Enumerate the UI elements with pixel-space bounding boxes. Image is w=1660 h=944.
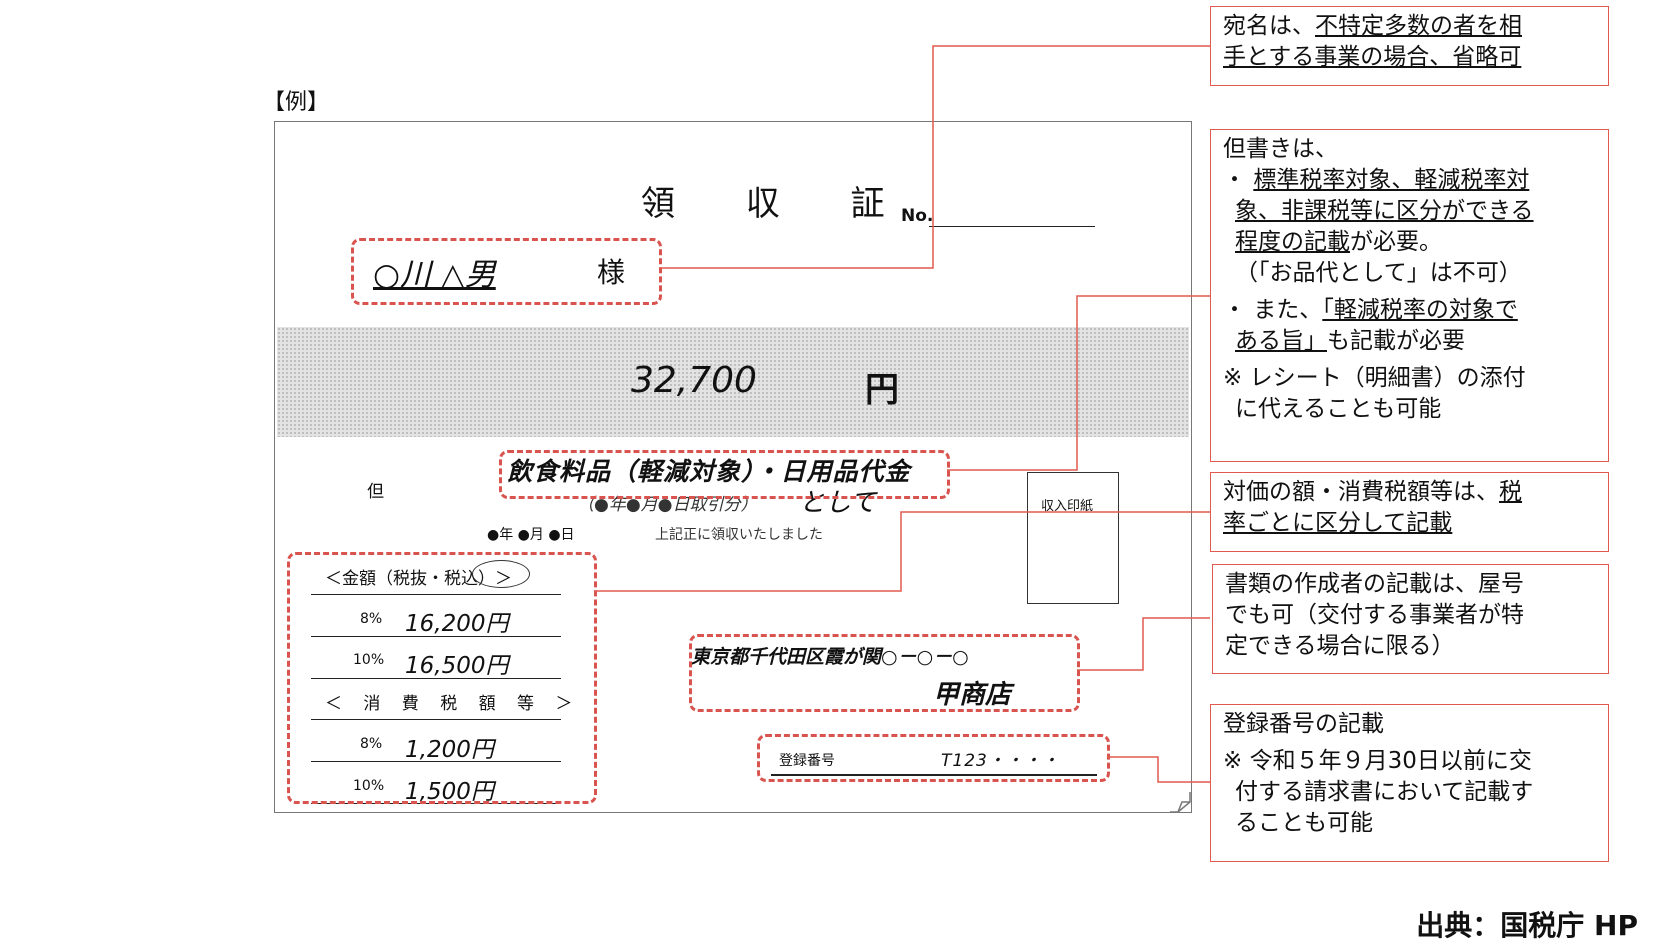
receipt-purpose: 飲食料品（軽減対象）・日用品代金 — [507, 457, 911, 486]
note-amounts: 対価の額・消費税額等は、税 率ごとに区分して記載 — [1210, 472, 1609, 552]
page-fold-icon — [1170, 792, 1191, 812]
issuer-name: 甲商店 — [933, 680, 1012, 710]
highlight-issuer — [689, 634, 1080, 712]
receipt-sample: 領 収 証 No. ○川 △男 様 32,700 円 但 飲食料品（軽減対象）・… — [274, 121, 1192, 813]
revenue-stamp-label: 収入印紙 — [1041, 499, 1094, 514]
highlight-registration — [757, 734, 1110, 782]
note-addressee: 宛名は、不特定多数の者を相 手とする事業の場合、省略可 — [1210, 6, 1609, 86]
amount-row-value: 16,200円 — [405, 611, 509, 637]
receipt-title: 領 収 証 — [641, 184, 915, 224]
note-purpose: 但書きは、 ・ 標準税率対象、軽減税率対 象、非課税等に区分ができる 程度の記載… — [1210, 129, 1609, 462]
example-label: 【例】 — [263, 90, 330, 115]
highlight-purpose — [499, 450, 950, 499]
registration-underline — [771, 774, 1097, 776]
source-credit: 出典：国税庁 HP — [1416, 909, 1638, 942]
tax-row-rate: 8% — [360, 736, 383, 752]
registration-number-label: 登録番号 — [779, 753, 835, 769]
table-divider — [311, 594, 561, 595]
receipt-received-text: 上記正に領収いたしました — [655, 527, 823, 543]
tax-row-value: 1,200円 — [405, 737, 494, 763]
receipt-tadashi-label: 但 — [367, 482, 384, 502]
receipt-purpose-period: （●年●月●日取引分） — [577, 495, 758, 515]
tax-section-header: ＜ 消 費 税 額 等 ＞ — [325, 694, 581, 714]
amount-row-rate: 10% — [353, 652, 385, 668]
tax-row-rate: 10% — [353, 778, 385, 794]
receipt-date: ●年 ●月 ●日 — [487, 527, 575, 543]
note-registration: 登録番号の記載 ※ 令和５年９月30日以前に交 付する請求書において記載す るこ… — [1210, 704, 1609, 862]
issuer-address: 東京都千代田区霞が関○－○－○ — [691, 646, 969, 668]
receipt-addressee: ○川 △男 — [373, 257, 496, 293]
revenue-stamp-box — [1027, 472, 1119, 604]
receipt-honorific: 様 — [597, 256, 626, 289]
note-issuer: 書類の作成者の記載は、屋号 でも可（交付する事業者が特 定できる場合に限る） — [1212, 564, 1609, 674]
table-divider — [311, 761, 561, 762]
amount-section-header: ＜金額（税抜・税込）＞ — [325, 569, 512, 589]
amount-band — [277, 327, 1189, 437]
receipt-number-label: No. — [901, 206, 934, 226]
tax-row-value: 1,500円 — [405, 779, 494, 805]
table-divider — [311, 678, 561, 679]
table-divider — [311, 719, 561, 720]
receipt-number-line — [929, 226, 1095, 227]
highlight-amounts — [287, 552, 597, 804]
amount-row-rate: 8% — [360, 611, 383, 627]
receipt-yen-symbol: 円 — [865, 370, 899, 410]
receipt-toshite: として — [799, 488, 877, 518]
tax-included-circle — [472, 560, 530, 588]
table-divider — [311, 636, 561, 637]
receipt-total-amount: 32,700 — [631, 360, 757, 401]
highlight-addressee — [351, 238, 662, 305]
amount-row-value: 16,500円 — [405, 653, 509, 679]
registration-number: T123・・・・ — [941, 751, 1060, 771]
